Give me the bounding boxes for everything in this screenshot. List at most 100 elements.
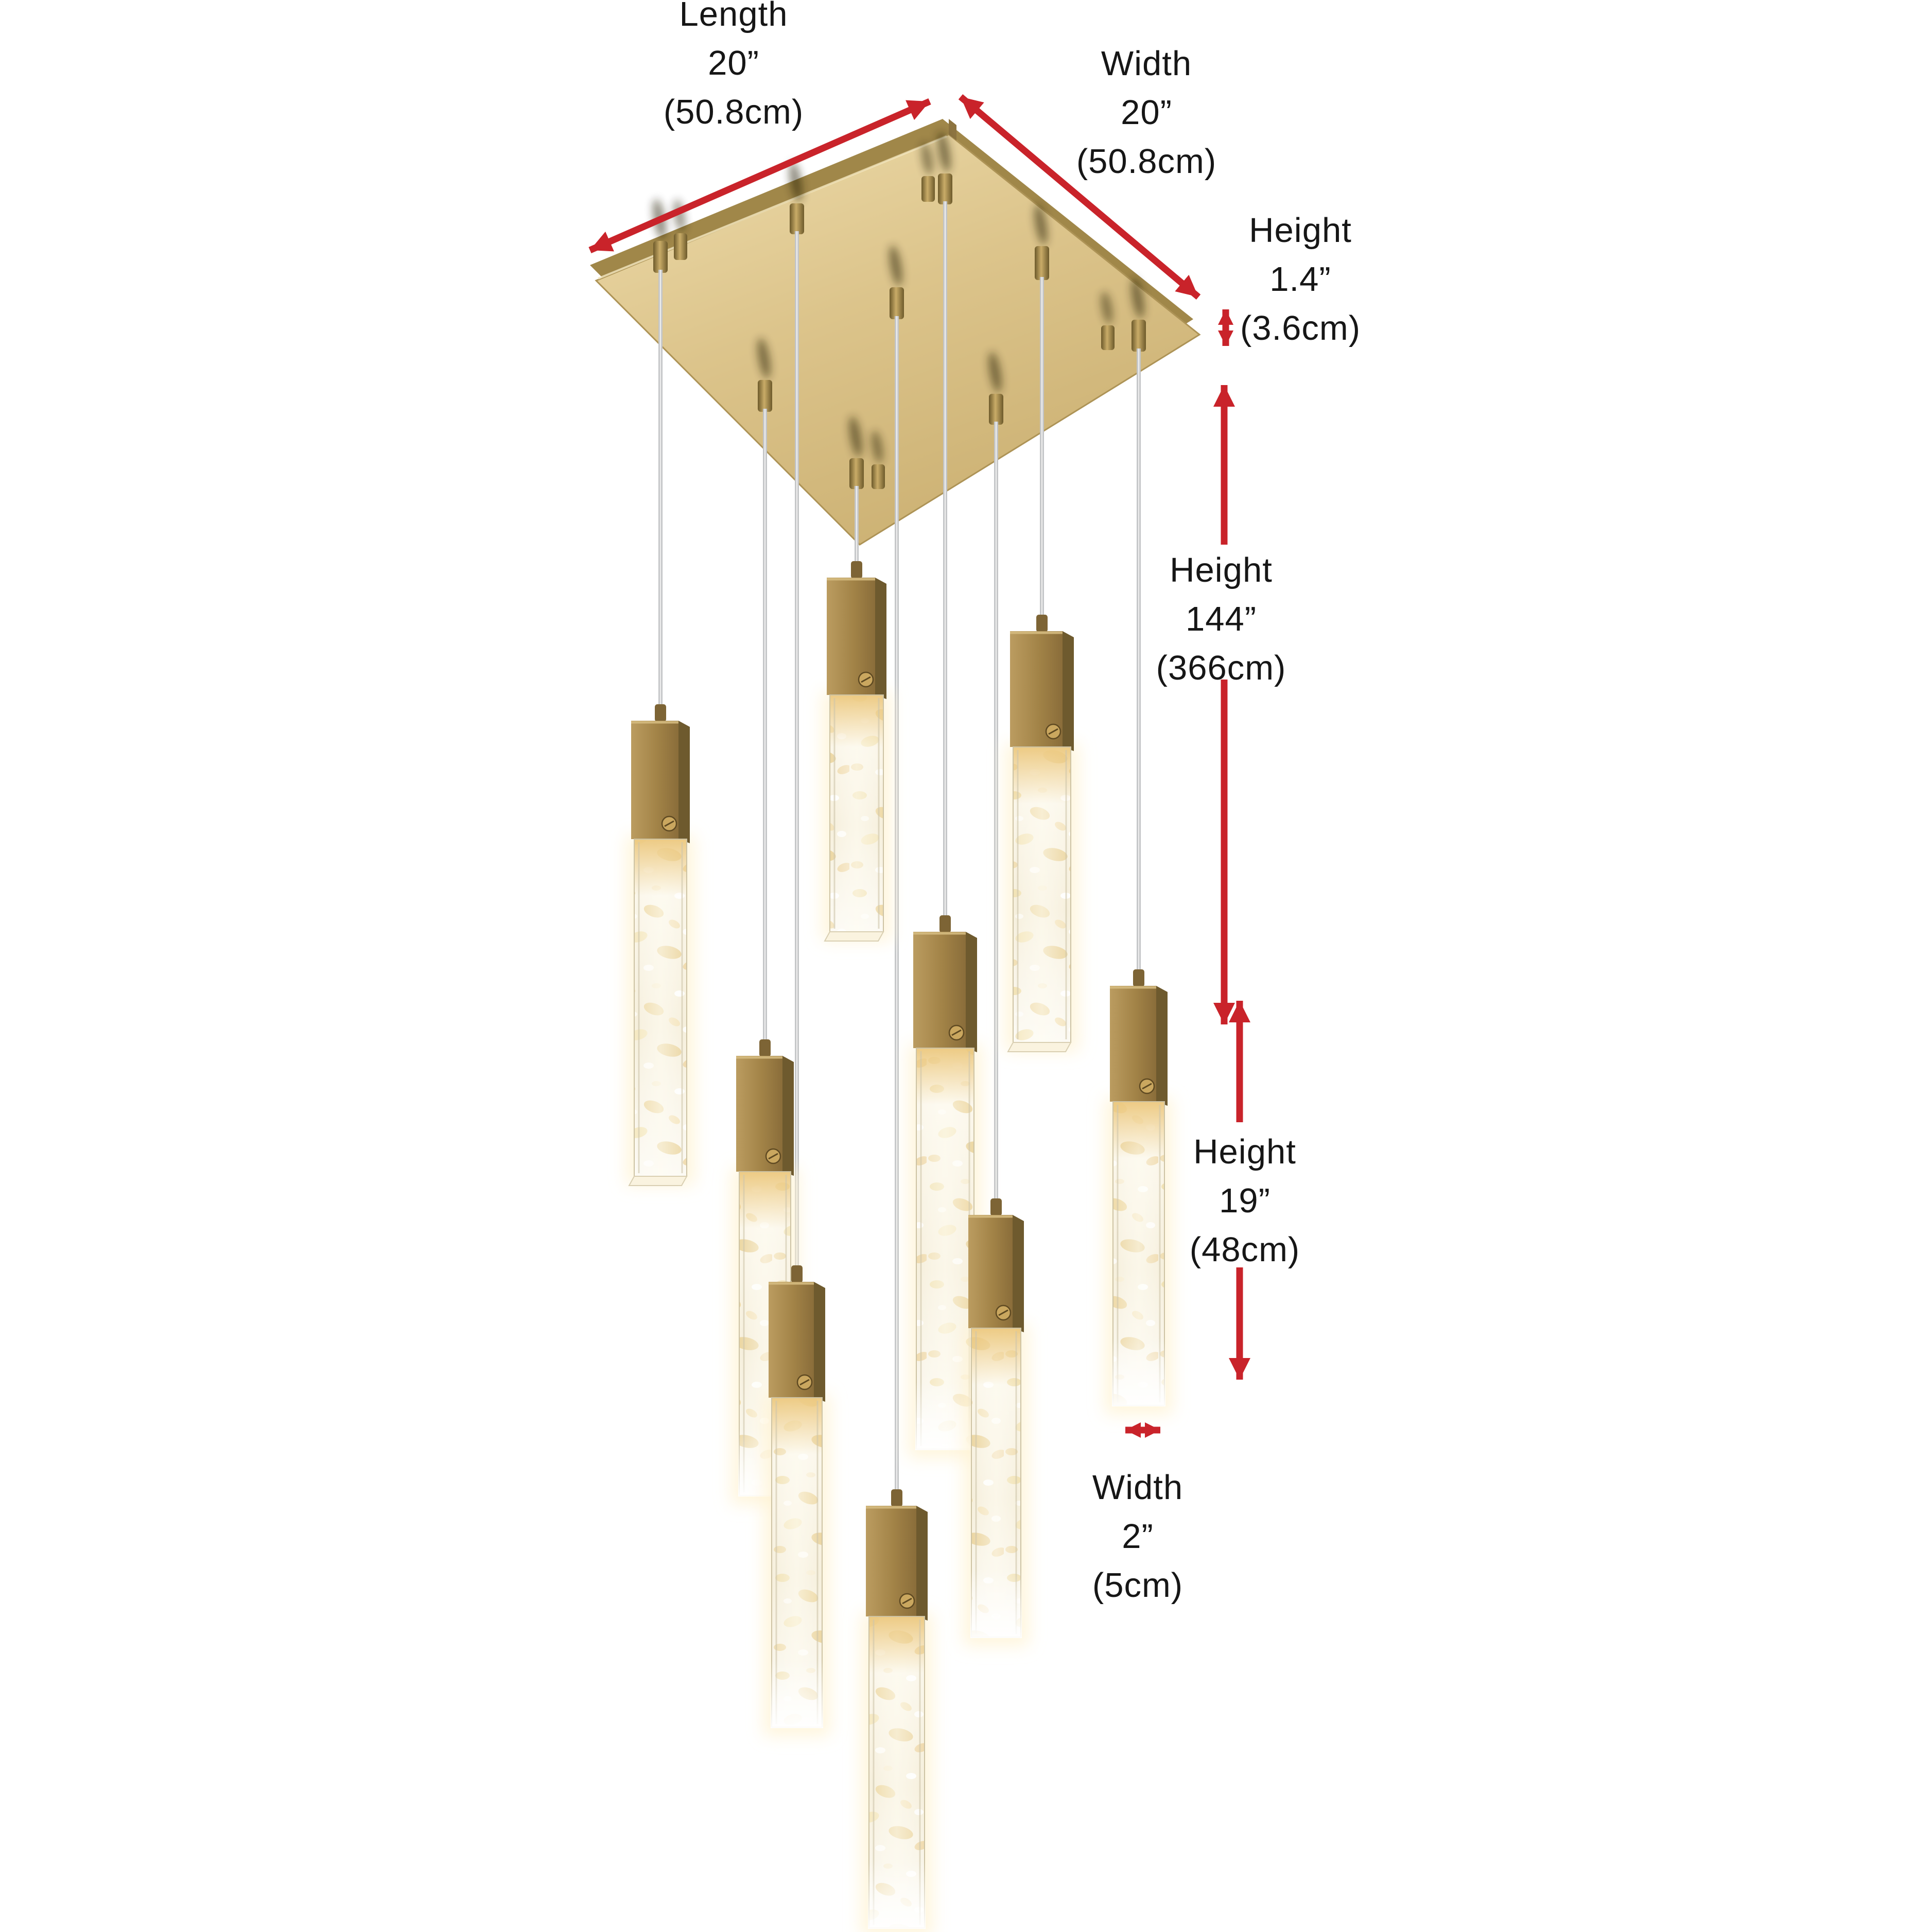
canopy-height-label: Height 1.4” (3.6cm): [1240, 206, 1361, 353]
pendant-height-label-line2: 19”: [1219, 1181, 1270, 1220]
length-label-line2: 20”: [708, 44, 759, 82]
mounting-stub: [1101, 325, 1115, 350]
pendant-cap-side: [678, 721, 690, 843]
stub-shadow: [871, 430, 883, 463]
cable-gland: [790, 203, 804, 234]
crystal-top-glow: [634, 839, 687, 896]
cap-screw-slot: [799, 1379, 810, 1386]
length-dimension-arrow: [588, 98, 931, 253]
gland-shadow: [937, 131, 951, 172]
pendant: [963, 1198, 1029, 1646]
dimension-arrows: [588, 94, 1250, 1438]
overall-height-label-line1: Height: [1170, 551, 1273, 589]
gland-shadow: [849, 416, 862, 457]
cable-gland: [653, 241, 668, 273]
gland-shadow: [988, 352, 1002, 393]
cable-gland: [989, 394, 1003, 425]
cable-gland: [938, 173, 952, 204]
pendant-cap-side: [875, 578, 886, 699]
cap-screw-slot: [768, 1153, 778, 1160]
cap-screw-slot: [664, 820, 674, 827]
mounting-stub: [921, 176, 935, 202]
cable-ferrule: [990, 1198, 1002, 1216]
crystal-top-glow: [772, 1398, 822, 1454]
pendant-width-label: Width 2” (5cm): [1092, 1463, 1183, 1610]
width-dimension-arrow: [958, 94, 1201, 300]
crystal-bottom-face: [628, 1176, 688, 1186]
pendants: [626, 561, 1173, 1932]
crystal-bottom-fade: [868, 1861, 926, 1929]
gland-shadow: [757, 338, 771, 379]
pendant: [1005, 615, 1079, 1052]
pendant-cap-side: [1013, 1215, 1024, 1332]
crystal-top-glow: [830, 695, 883, 747]
length-label-line1: Length: [679, 0, 788, 33]
cap-screw-slot: [998, 1309, 1008, 1316]
overall-height-label: Height 144” (366cm): [1156, 546, 1286, 692]
length-label-line3: (50.8cm): [663, 93, 804, 131]
pendant-cap-side: [966, 932, 977, 1052]
canopy-corner-thickness: [949, 119, 956, 141]
pendant-cap-side: [1063, 631, 1074, 751]
crystal-top-glow: [916, 1048, 974, 1105]
pendant-height-label-line1: Height: [1193, 1133, 1296, 1171]
pendant-cap-side: [782, 1056, 794, 1176]
suspension-cables: [658, 201, 1141, 1491]
canopy-width-label-line2: 20”: [1121, 93, 1172, 132]
cable-ferrule: [939, 915, 951, 933]
cable-gland: [849, 458, 864, 489]
pendant-width-label-line2: 2”: [1122, 1517, 1154, 1556]
cap-screw-slot: [1142, 1083, 1152, 1090]
overall-height-label-line2: 144”: [1185, 600, 1257, 638]
crystal-top-glow: [971, 1328, 1021, 1385]
pendant-cap-side: [814, 1282, 825, 1402]
crystal-top-glow: [1013, 747, 1071, 804]
cable-ferrule: [891, 1489, 902, 1507]
canopy-height-label-line3: (3.6cm): [1240, 309, 1361, 347]
mounting-stub: [674, 233, 687, 260]
crystal-bottom-fade: [771, 1660, 823, 1728]
crystal-bottom-face: [824, 931, 884, 942]
pendant-height-label: Height 19” (48cm): [1190, 1127, 1300, 1274]
pendant-width-label-line1: Width: [1092, 1468, 1183, 1507]
cable-ferrule: [1133, 969, 1144, 987]
cable-gland: [758, 380, 772, 412]
cap-screw-slot: [861, 676, 871, 683]
cable-gland: [1132, 320, 1146, 352]
cable-ferrule: [759, 1039, 771, 1057]
pendant-height-label-line3: (48cm): [1189, 1230, 1300, 1269]
pendant: [822, 561, 892, 942]
pendant: [908, 915, 982, 1458]
gland-shadow: [889, 245, 902, 286]
cable-gland: [890, 287, 904, 319]
cap-screw-slot: [1048, 728, 1058, 735]
canopy-width-label: Width 20” (50.8cm): [1076, 39, 1216, 186]
crystal-bottom-face: [1007, 1042, 1072, 1052]
crystal-top-glow: [1113, 1102, 1164, 1158]
pendant: [763, 1265, 830, 1736]
canopy-width-label-line3: (50.8cm): [1076, 142, 1217, 181]
cap-screw-slot: [902, 1597, 912, 1605]
crystal-bottom-fade: [1112, 1338, 1165, 1406]
pendant-cap-side: [1156, 986, 1168, 1106]
crystal-bottom-fade: [970, 1570, 1022, 1638]
pendant: [861, 1489, 933, 1932]
stub-shadow: [1101, 291, 1113, 324]
canopy-height-label-line1: Height: [1249, 211, 1352, 250]
pendant-cap-side: [916, 1506, 928, 1621]
pendant: [1105, 969, 1173, 1415]
cable-ferrule: [655, 704, 666, 722]
overall-height-label-line3: (366cm): [1156, 649, 1286, 687]
crystal-top-glow: [869, 1616, 925, 1673]
length-label: Length 20” (50.8cm): [664, 0, 804, 136]
pendant-width-label-line3: (5cm): [1092, 1566, 1183, 1605]
cable-ferrule: [791, 1265, 803, 1283]
cable-ferrule: [1036, 615, 1048, 632]
crystal-top-glow: [739, 1172, 791, 1228]
mounting-stub: [872, 464, 885, 489]
canopy-height-label-line2: 1.4”: [1269, 260, 1331, 299]
cable-ferrule: [851, 561, 862, 579]
pendant: [626, 704, 695, 1186]
